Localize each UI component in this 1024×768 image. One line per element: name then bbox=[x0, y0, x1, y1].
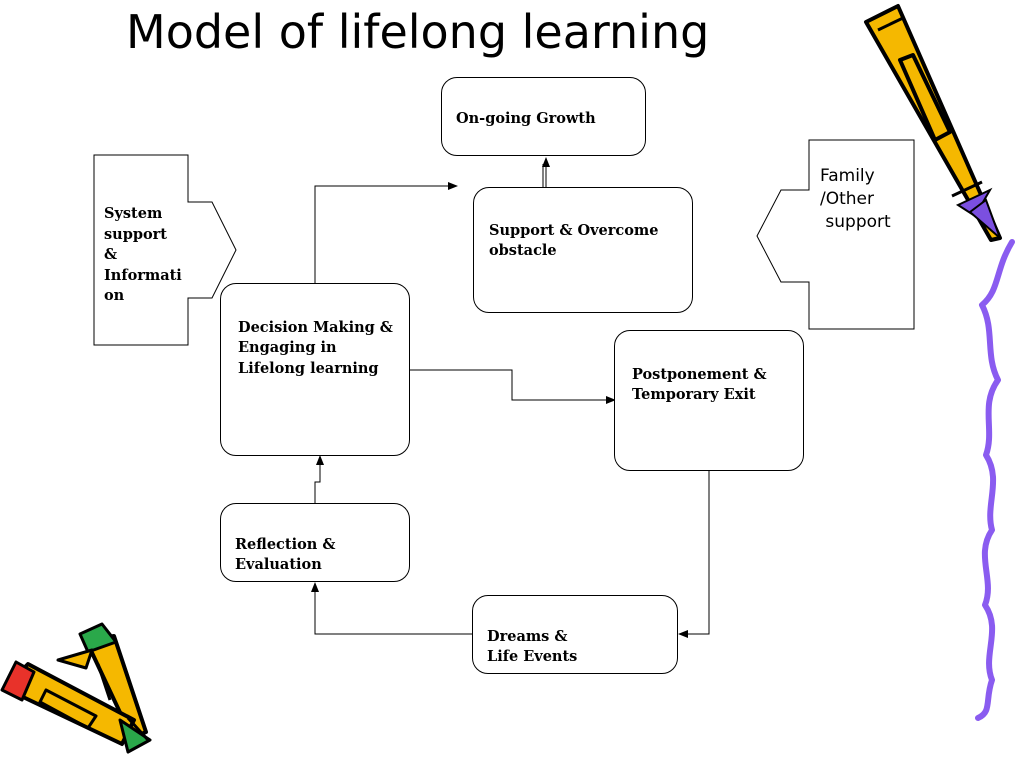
connector-decision-to-postponement bbox=[410, 369, 616, 404]
node-ongoing-growth: On-going Growth bbox=[441, 77, 646, 156]
node-reflection-label: Reflection & Evaluation bbox=[235, 535, 336, 574]
system-support-block-arrow bbox=[93, 154, 237, 346]
node-postponement-label: Postponement & Temporary Exit bbox=[632, 365, 767, 404]
node-ongoing-growth-label: On-going Growth bbox=[456, 109, 596, 127]
pencil-icon bbox=[864, 4, 1002, 242]
connector-decision-to-top bbox=[314, 182, 458, 284]
family-support-block-arrow bbox=[756, 139, 915, 330]
squiggle-line bbox=[975, 239, 1015, 721]
node-reflection: Reflection & Evaluation bbox=[220, 503, 410, 582]
node-dreams-label: Dreams & Life Events bbox=[487, 627, 578, 666]
node-decision-making: Decision Making & Engaging in Lifelong l… bbox=[220, 283, 410, 456]
node-support-overcome: Support & Overcome obstacle bbox=[473, 187, 693, 313]
connector-reflection-to-decision bbox=[314, 455, 324, 504]
node-support-overcome-label: Support & Overcome obstacle bbox=[489, 221, 659, 260]
system-support-label: System support & Informati on bbox=[104, 205, 182, 304]
page-title: Model of lifelong learning bbox=[126, 5, 710, 59]
pencil-icon bbox=[0, 660, 152, 754]
node-decision-making-label: Decision Making & Engaging in Lifelong l… bbox=[238, 318, 393, 377]
family-support-label: Family /Other support bbox=[820, 166, 891, 232]
pencil-icon bbox=[56, 622, 148, 740]
node-postponement: Postponement & Temporary Exit bbox=[614, 330, 804, 471]
connector-dreams-to-reflection bbox=[311, 582, 473, 635]
node-dreams: Dreams & Life Events bbox=[472, 595, 678, 674]
connector-postponement-to-dreams bbox=[678, 471, 710, 638]
